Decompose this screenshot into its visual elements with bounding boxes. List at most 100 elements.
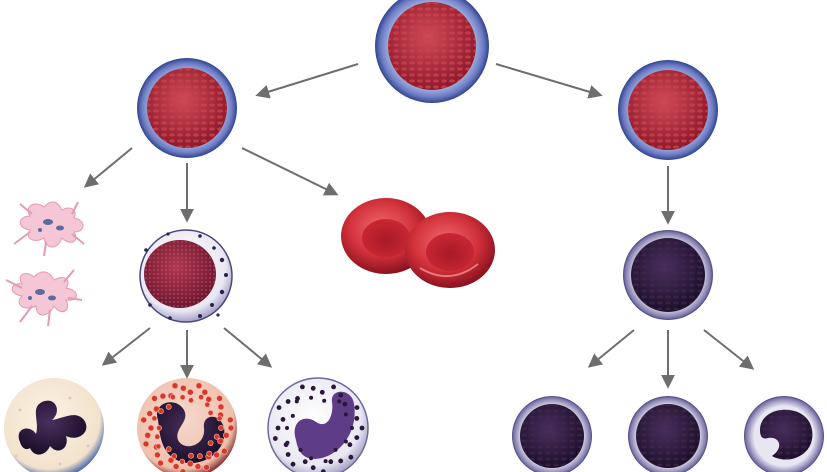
granule — [290, 461, 296, 467]
granule — [280, 417, 286, 422]
lymphocyte-left — [512, 396, 592, 472]
granule — [151, 395, 158, 402]
granule — [155, 443, 162, 450]
granule — [156, 425, 162, 431]
granule — [218, 425, 224, 431]
granule — [144, 431, 151, 439]
arrow-myeloblast-to-neutrophil — [101, 327, 151, 366]
granule — [194, 463, 202, 470]
granule — [359, 425, 365, 431]
granule — [180, 384, 187, 392]
granule — [320, 469, 326, 472]
granule — [333, 447, 338, 452]
granule — [213, 433, 220, 440]
arrow-lymphoblast-to-monocyte — [703, 329, 755, 370]
granule — [171, 453, 177, 460]
arrow-stem-to-myeloid-progenitor — [255, 63, 359, 99]
granule — [213, 451, 220, 459]
granule — [328, 459, 334, 465]
granule — [275, 425, 281, 431]
arrows-layer — [83, 63, 755, 389]
neutrophil-cell — [4, 378, 104, 472]
lymphoid-progenitor-cell — [618, 60, 718, 160]
granule — [217, 403, 225, 411]
granule — [171, 382, 179, 390]
granule — [338, 458, 344, 464]
granule — [204, 401, 211, 408]
arrow-stem-to-lymphoid-progenitor — [495, 63, 603, 99]
granule — [323, 459, 328, 464]
granule — [151, 415, 158, 422]
granule — [187, 460, 194, 468]
stem-cell — [375, 0, 489, 103]
granule — [354, 405, 360, 410]
granule — [159, 392, 167, 400]
granule — [165, 403, 172, 410]
granule — [350, 426, 354, 430]
granule — [285, 440, 290, 445]
red-blood-cells — [341, 198, 495, 288]
granule — [302, 459, 308, 465]
granule — [154, 451, 161, 459]
granule — [300, 384, 305, 390]
granule — [227, 416, 234, 424]
granule — [322, 398, 327, 403]
granule — [203, 464, 210, 471]
granule — [205, 395, 212, 403]
granule — [223, 431, 230, 439]
granule — [354, 416, 360, 421]
granule — [337, 399, 342, 404]
granule — [319, 389, 325, 395]
granule — [154, 433, 161, 440]
granule — [347, 442, 353, 448]
granule — [290, 413, 295, 418]
granule — [309, 395, 314, 400]
myeloblast-cell — [139, 229, 233, 323]
granule — [157, 459, 164, 467]
granule — [285, 399, 291, 404]
lymphoblast-cell — [623, 230, 713, 320]
granule — [142, 440, 150, 448]
granule — [140, 416, 147, 424]
granule — [343, 439, 348, 444]
granule — [343, 412, 348, 417]
granule — [217, 437, 224, 445]
eosinophil-cell — [137, 378, 237, 472]
granule — [207, 409, 214, 416]
granule — [216, 395, 223, 402]
granule — [285, 452, 291, 457]
granule — [165, 446, 172, 453]
arrow-lymphoblast-to-lymphocyte-1 — [587, 329, 635, 368]
granule — [157, 408, 164, 415]
granule — [172, 463, 180, 470]
monocyte-cell — [744, 396, 824, 472]
granule — [310, 465, 316, 471]
granule — [348, 454, 354, 460]
granule — [198, 394, 204, 400]
arrow-myeloid-progenitor-to-erythrocytes — [241, 147, 339, 196]
granule — [169, 394, 176, 400]
granule — [342, 401, 348, 407]
granule — [354, 435, 360, 440]
lymphocyte-middle — [628, 396, 708, 472]
granule — [207, 440, 214, 446]
granule — [285, 426, 289, 430]
granule — [167, 456, 175, 464]
granule — [227, 424, 235, 432]
platelet-lower — [5, 269, 83, 327]
arrow-myeloblast-to-basophil — [223, 327, 273, 368]
granule — [331, 384, 336, 390]
granule — [216, 415, 223, 422]
granule — [294, 399, 299, 404]
granule — [196, 453, 203, 460]
arrow-myeloid-progenitor-to-platelets — [83, 147, 133, 188]
granule — [298, 447, 303, 452]
granule — [147, 424, 155, 432]
granule — [146, 410, 153, 417]
platelet-upper — [13, 201, 85, 257]
granule — [187, 388, 194, 396]
granule — [338, 392, 344, 398]
granule — [310, 385, 316, 391]
granule — [188, 452, 194, 459]
